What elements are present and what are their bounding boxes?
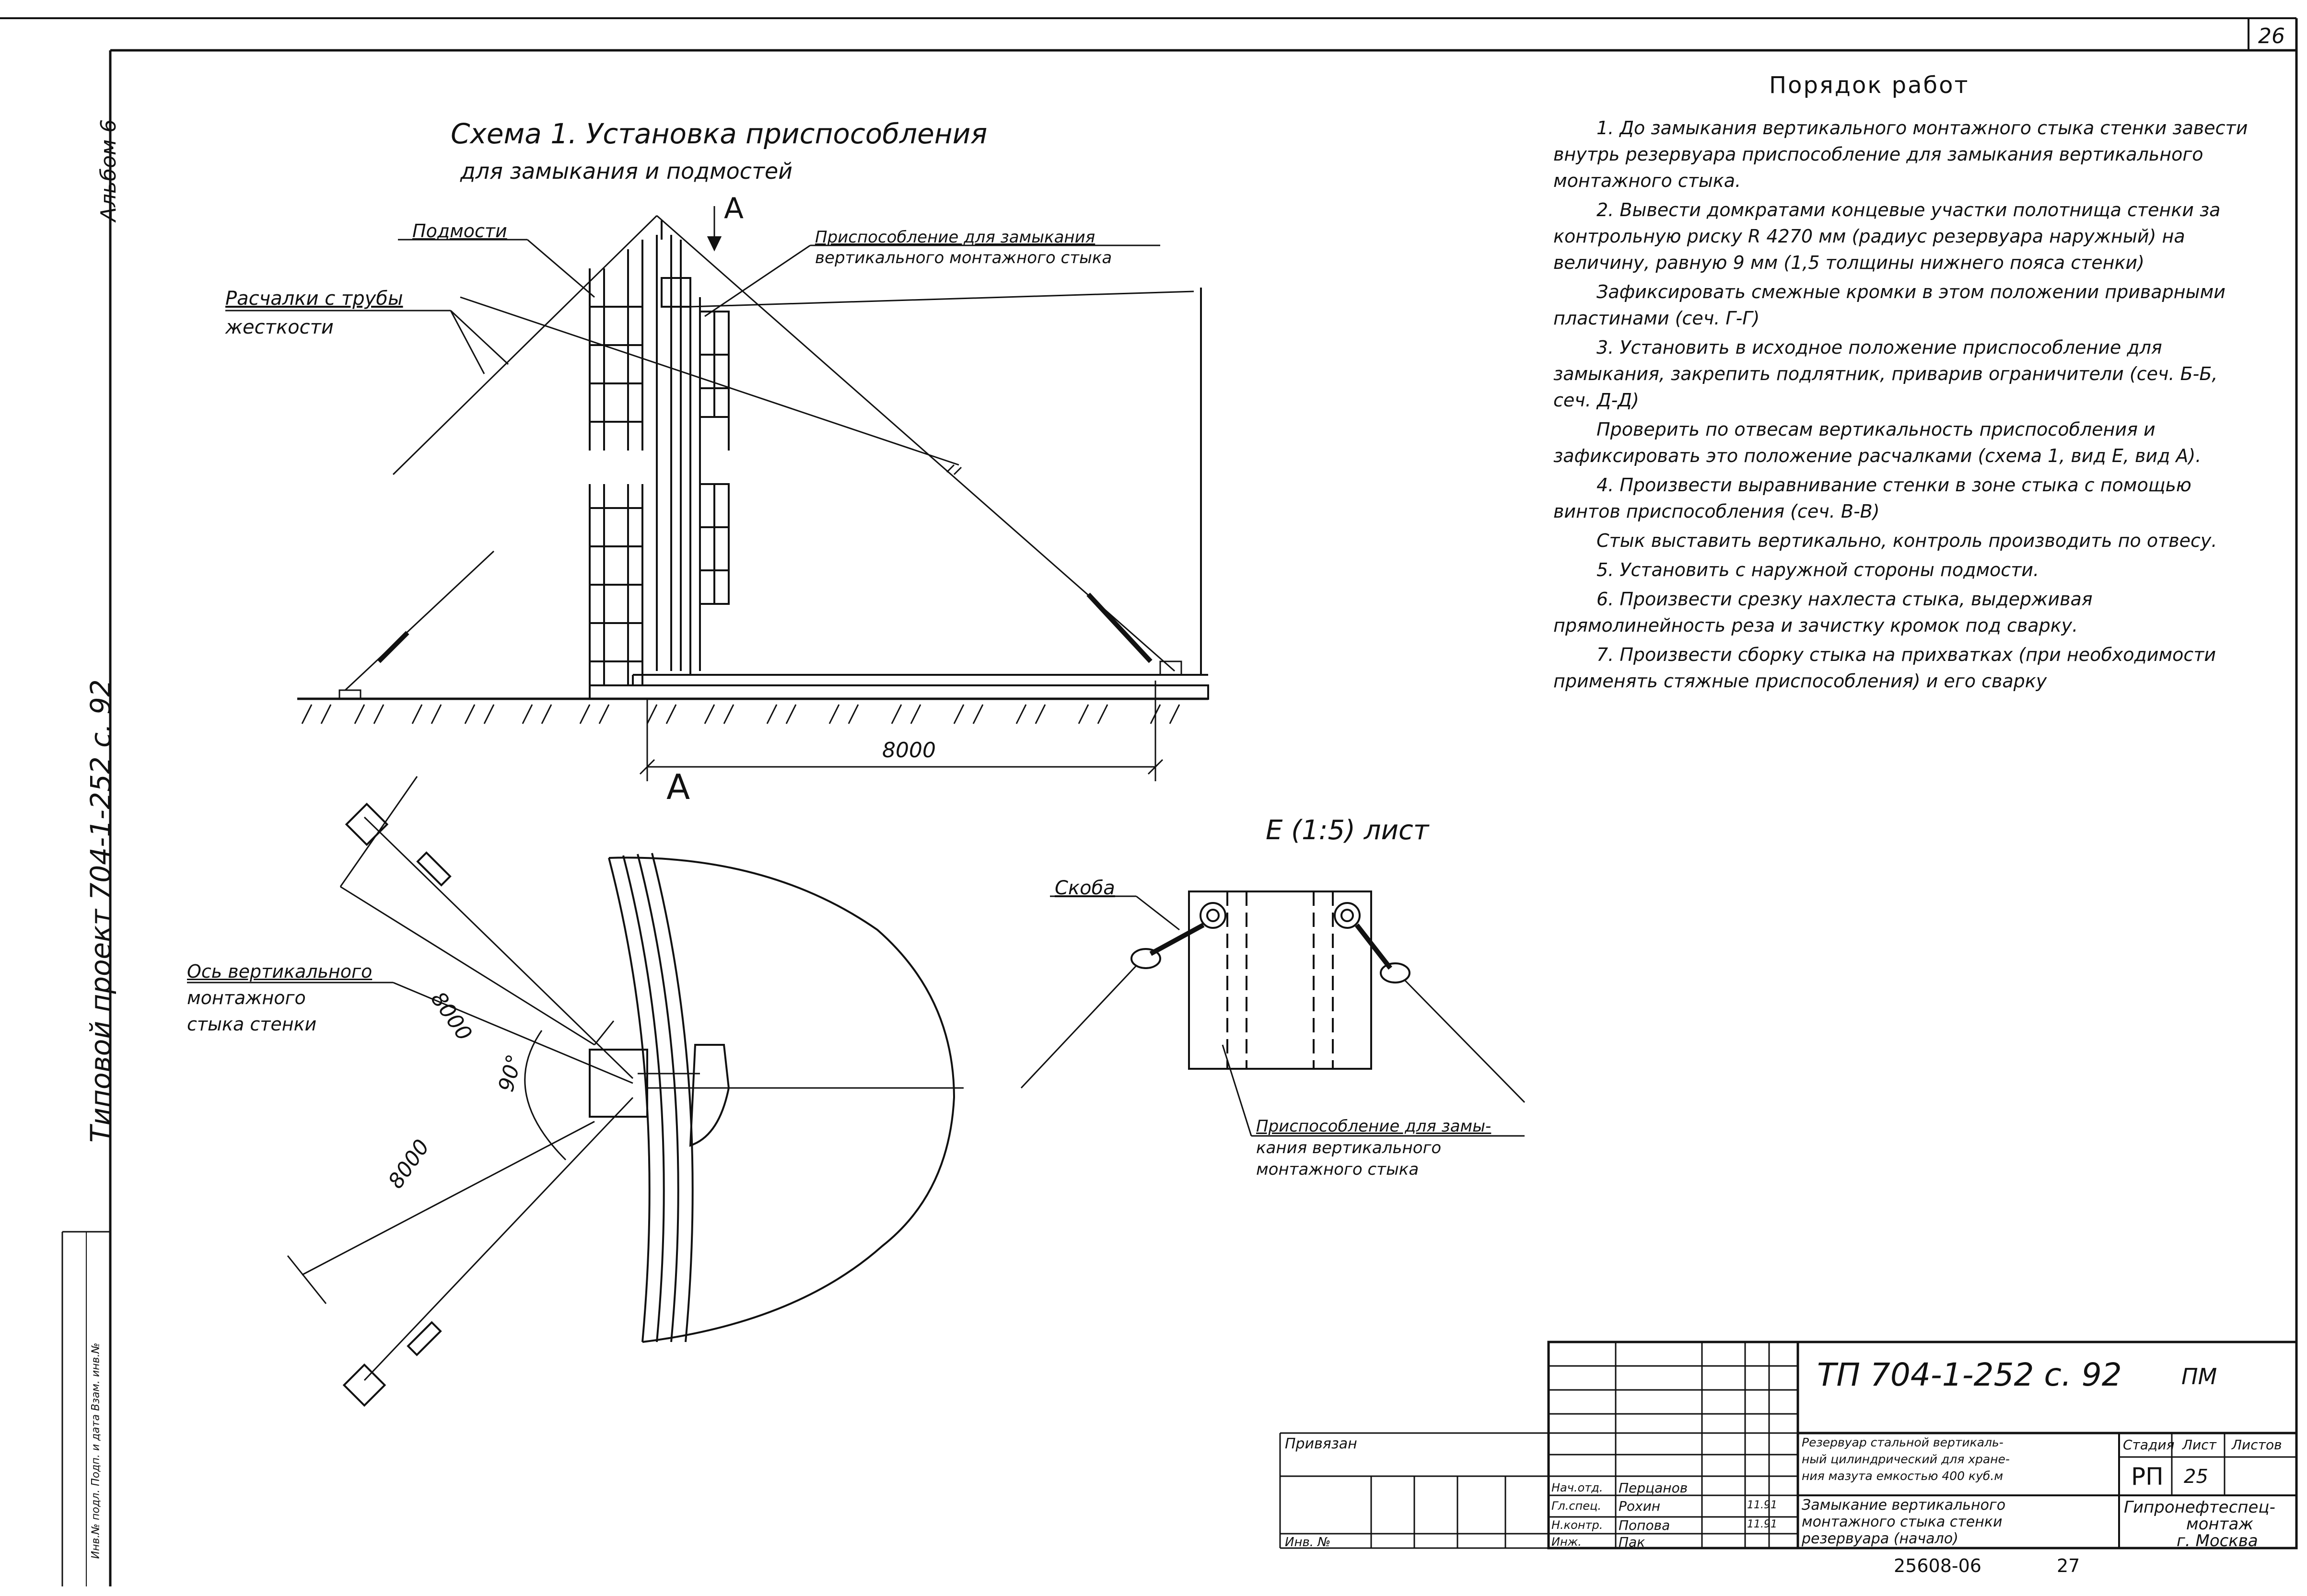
view-a-plan (187, 776, 964, 1407)
tb-sheet-desc-3: резервуара (начало) (1802, 1530, 1958, 1547)
view-a-arrow-label: А (724, 192, 744, 225)
tb-org-2: монтаж (2186, 1515, 2253, 1534)
label-axis-3: стыка стенки (187, 1014, 317, 1035)
note-item: 5. Установить с наружной стороны подмост… (1596, 559, 2039, 580)
note-item: Зафиксировать смежные кромки в этом поло… (1553, 281, 2225, 329)
tb-inv: Инв. № (1285, 1535, 1331, 1550)
tb-sheet-no: 25 (2184, 1466, 2208, 1488)
note-item: 6. Произвести срезку нахлеста стыка, выд… (1553, 589, 2093, 636)
tb-sheet-desc-1: Замыкание вертикального (1802, 1497, 2006, 1514)
label-device-1: Приспособление для замыкания (815, 228, 1095, 247)
page-number: 26 (2258, 24, 2285, 48)
tb-object-desc-3: ния мазута емкостью 400 куб.м (1802, 1469, 2004, 1483)
dim-8000-scheme1: 8000 (882, 738, 936, 763)
side-stamp-label: Инв.№ подл. Подп. и дата Взам. инв.№ (90, 1342, 102, 1559)
scheme1-elevation (225, 206, 1209, 781)
label-e-device-2: кания вертикального (1256, 1138, 1442, 1157)
tb-name: Рохин (1619, 1498, 1661, 1514)
album-label: Альбом 6 (96, 119, 121, 222)
title-block (1279, 1341, 2298, 1550)
note-item: 4. Произвести выравнивание стенки в зоне… (1553, 474, 2191, 522)
note-item: 1. До замыкания вертикального монтажного… (1553, 117, 2248, 191)
sheet-frame (0, 17, 2298, 1586)
tb-date: 11.91 (1747, 1499, 1777, 1511)
tb-object-desc-1: Резервуар стальной вертикаль- (1802, 1435, 2004, 1449)
tb-date: 11.91 (1747, 1518, 1777, 1530)
tb-object-desc-2: ный цилиндрический для хране- (1802, 1452, 2010, 1466)
tb-role: Нач.отд. (1551, 1481, 1603, 1494)
bottom-number: 25608-06 (1894, 1555, 1981, 1576)
label-e-device-1: Приспособление для замы- (1256, 1117, 1491, 1136)
notes-title: Порядок работ (1769, 72, 1969, 99)
project-label: Типовой проект 704-1-252 с. 92 (84, 679, 117, 1143)
view-a-title: А (666, 767, 690, 807)
label-axis-2: монтажного (187, 987, 306, 1008)
tb-org-1: Гипронефтеспец- (2124, 1498, 2275, 1517)
label-skoba: Скоба (1055, 877, 1115, 899)
bottom-page: 27 (2057, 1555, 2080, 1576)
note-item: 2. Вывести домкратами концевые участки п… (1553, 199, 2221, 273)
scheme1-title: Схема 1. Установка приспособления (451, 117, 988, 150)
tb-sheet-header: Лист (2182, 1437, 2216, 1453)
scheme1-subtitle: для замыкания и подмостей (460, 158, 793, 184)
detail-e (1020, 891, 1526, 1137)
label-device-2: вертикального монтажного стыка (815, 248, 1112, 267)
label-e-device-3: монтажного стыка (1256, 1160, 1419, 1179)
tb-role: Гл.спец. (1551, 1499, 1601, 1513)
tb-stage-header: Стадия (2123, 1437, 2175, 1453)
tb-name: Попова (1619, 1517, 1670, 1533)
tb-code: ТП 704-1-252 с. 92 (1817, 1356, 2122, 1393)
tb-sheet-desc-2: монтажного стыка стенки (1802, 1514, 2003, 1530)
note-item: 7. Произвести сборку стыка на прихватках… (1553, 644, 2216, 692)
note-item: Проверить по отвесам вертикальность прис… (1553, 419, 2202, 466)
tb-stage: РП (2131, 1463, 2164, 1491)
tb-sheets-header: Листов (2232, 1437, 2282, 1453)
tb-code-suffix: ПМ (2181, 1364, 2217, 1389)
tb-name: Пак (1619, 1534, 1645, 1550)
tb-role: Инж. (1551, 1535, 1582, 1549)
note-item: 3. Установить в исходное положение присп… (1553, 337, 2218, 411)
label-raschalki-1: Расчалки с трубы (225, 288, 403, 310)
notes-list: 1. До замыкания вертикального монтажного… (1553, 115, 2249, 697)
label-raschalki-2: жесткости (225, 316, 334, 338)
tb-name: Перцанов (1619, 1480, 1688, 1496)
note-item: Стык выставить вертикально, контроль про… (1596, 530, 2217, 551)
tb-privyazan: Привязан (1285, 1435, 1357, 1452)
label-podmosti: Подмости (412, 220, 507, 242)
tb-org-3: г. Москва (2177, 1531, 2258, 1550)
detail-e-title: Е (1:5) лист (1266, 815, 1429, 846)
tb-role: Н.контр. (1551, 1518, 1603, 1532)
label-axis-1: Ось вертикального (187, 961, 373, 982)
